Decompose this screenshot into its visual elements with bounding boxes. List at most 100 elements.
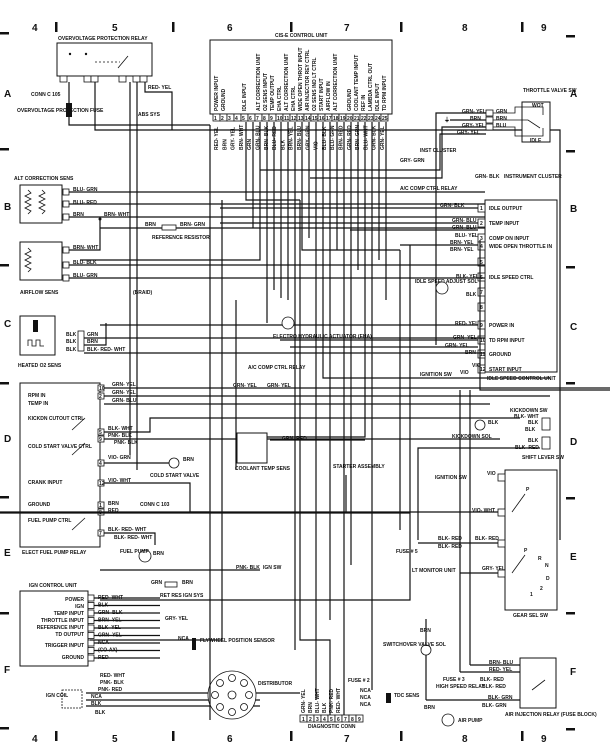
wire-label: BLU- WHT	[363, 125, 369, 150]
grid-row-b: B	[570, 204, 577, 215]
grid-tick	[0, 32, 9, 35]
grid-tick	[566, 728, 575, 731]
overvoltage-protection-relay: OVERVOLTAGE PROTECTION RELAY CONN C 105 …	[17, 36, 561, 540]
starter-assembly-label: STARTER ASSEMBLY	[333, 464, 385, 470]
wire-label: VIO	[487, 471, 496, 477]
wire	[245, 122, 300, 201]
wire-label: BRN	[73, 212, 84, 218]
position-1: 1	[530, 592, 533, 598]
efp-pin-number: 2	[99, 394, 102, 400]
throttle-valve-sw-title: THROTTLE VALVE SW	[523, 88, 577, 94]
air-pump-icon	[441, 713, 455, 727]
heated-o2-sens-box	[19, 315, 56, 356]
diag-pin	[355, 714, 364, 723]
wire	[100, 245, 411, 601]
distributor-terminal	[216, 703, 224, 711]
diag-pin-number: 2	[309, 717, 312, 723]
ign-control-unit-title: IGN CONTROL UNIT	[29, 583, 77, 589]
grid-row-c: C	[570, 322, 577, 333]
isc-pin-label: IDLE OUTPUT	[489, 206, 522, 212]
switchover-valve: SWITCHOVER VALVE SOL BRN	[383, 619, 446, 700]
ign-sw-label: IGN SW	[263, 565, 282, 571]
cis-control-unit-box	[209, 39, 393, 115]
isc-pin-label: POWER IN	[489, 323, 515, 329]
wire-label: PNK- RED	[98, 687, 123, 693]
fuel-pump-relay-box	[19, 382, 101, 548]
wire-label: BLU- WHT	[315, 688, 321, 713]
relay-contact	[71, 517, 86, 531]
grid-tick	[290, 22, 293, 32]
distributor-terminal	[240, 679, 248, 687]
wire-label: BLK	[66, 339, 77, 345]
wire	[301, 122, 400, 251]
wire-label: BRN- WHT	[73, 245, 98, 251]
wire-label: BRN	[153, 551, 164, 557]
flywheel-sensor-label: FLYWHEEL POSITION SENSOR	[200, 638, 275, 644]
grid-tick	[400, 731, 403, 741]
distributor-terminals	[211, 674, 253, 716]
pin-1	[62, 200, 70, 208]
grid-row-b: B	[4, 202, 11, 213]
grid-col-5: 5	[112, 23, 118, 34]
icu-pin	[87, 617, 95, 624]
switchover-valve-label: SWITCHOVER VALVE SOL	[383, 642, 446, 648]
air-pump: AIR PUMP BRN	[424, 705, 483, 727]
instrument-cluster-label: INSTRUMENT CLUSTER	[504, 174, 562, 180]
overvoltage-fuse-label: OVERVOLTAGE PROTECTION FUSE	[17, 108, 104, 114]
cis-pin-number: 11	[284, 116, 290, 122]
icu-input-label: TD OUTPUT	[55, 632, 84, 638]
distributor-rotor	[227, 690, 237, 700]
wire-label: RED- WHT	[100, 673, 125, 679]
wire-label: BRN- BLU	[297, 125, 303, 150]
wire-label: BLK- RED	[438, 536, 462, 542]
icu-input-label: REFERENCE INPUT	[37, 625, 84, 631]
tdc-sens-label: TDC SENS	[394, 693, 420, 699]
wire-label: VIO- GRN	[108, 455, 131, 461]
wire-label: PNK- BLK	[236, 565, 260, 571]
gear-sel-sw-title: GEAR SEL SW	[513, 613, 548, 619]
isc-pin-number: 12	[480, 367, 486, 373]
icu-pin	[87, 639, 95, 647]
wire-label: BLK	[466, 292, 477, 298]
wire-label: PNK- BLK	[114, 440, 138, 446]
fuse-2-label: FUSE # 2	[348, 678, 370, 684]
icu-pin	[87, 654, 95, 662]
cis-pin-label: IDLE INPUT	[375, 83, 381, 111]
wire-label: GRN	[496, 109, 508, 115]
wire-label: BRN- WHT	[239, 125, 245, 150]
wire-label: GRN- BLK	[440, 203, 465, 209]
pin	[497, 569, 506, 578]
isc-pin-number: 10	[480, 338, 486, 344]
wire-label: RED- YEL	[148, 85, 171, 91]
isc-pin-label: TEMP INPUT	[489, 221, 519, 227]
resistor-icon	[24, 189, 32, 215]
grid-bottom: 4 5 6 7 8 9	[32, 731, 547, 745]
wire	[417, 447, 540, 540]
wire-label: BRN- WHT	[104, 212, 129, 218]
ign-coil-box	[61, 689, 83, 709]
grid-col-4: 4	[32, 734, 38, 745]
wire-label: BLU- GRN	[73, 187, 98, 193]
idle-adjust-sol-icon	[435, 281, 449, 295]
wire-label: BLK	[66, 347, 77, 353]
isc-pin-number: 11	[480, 352, 486, 358]
fuse-3-label: FUSE # 3	[443, 677, 465, 683]
diag-pin-number: 8	[351, 717, 354, 723]
cis-pin-number: 3	[228, 116, 231, 122]
position-n: N	[545, 563, 549, 569]
cis-pin-label: POWER INPUT	[214, 76, 220, 111]
isc-pin-label: COMP ON INPUT	[489, 236, 529, 242]
fuse-5-label: FUSE # 5	[396, 549, 418, 555]
isc-pin-number: 8	[480, 305, 483, 311]
cis-pin	[380, 113, 389, 122]
heated-o2-sens-title: HEATED O2 SENS	[18, 363, 62, 369]
wire	[104, 532, 156, 545]
wire-label: BLU- GRN	[73, 273, 98, 279]
wire-label: GRN- BLU	[112, 398, 137, 404]
grid-row-a: A	[4, 89, 11, 100]
wire	[104, 417, 520, 433]
